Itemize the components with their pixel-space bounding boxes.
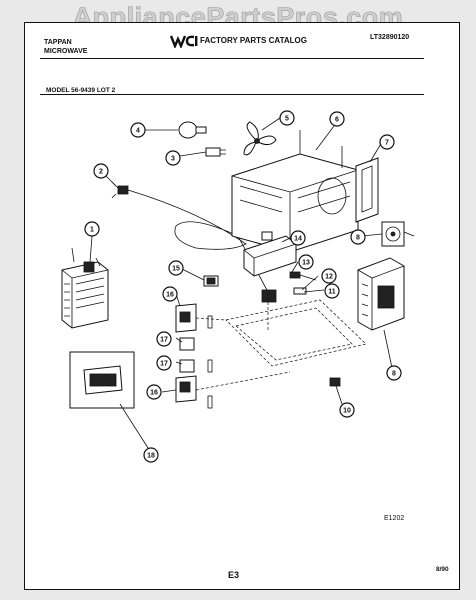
svg-text:15: 15	[172, 266, 180, 273]
callout-11: 11	[324, 283, 340, 299]
callout-8-transformer: 8	[386, 365, 402, 381]
chassis-frame-part	[231, 130, 359, 253]
svg-text:18: 18	[147, 453, 155, 460]
callout-6: 6	[329, 111, 345, 127]
small-components	[261, 271, 341, 387]
bracket-part	[355, 157, 379, 223]
interlock-switches	[175, 303, 213, 409]
drawing-code: E1202	[384, 515, 405, 522]
transformer-part	[357, 257, 405, 331]
callout-labels: 1 2 3 4 5 6 7 8 8 10 11 12 13 14 15 16 1…	[84, 110, 402, 463]
callout-15: 15	[168, 260, 184, 276]
svg-text:14: 14	[294, 236, 302, 243]
control-panel-part	[69, 351, 149, 449]
svg-text:2: 2	[99, 169, 103, 176]
capacitor-part	[243, 231, 297, 277]
svg-text:8: 8	[356, 235, 360, 242]
callout-13: 13	[298, 254, 314, 270]
leader-lines	[89, 117, 393, 405]
catalog-number: LT32890120	[370, 34, 410, 41]
page-number: E3	[228, 570, 240, 580]
svg-text:6: 6	[335, 117, 339, 124]
callout-12: 12	[321, 268, 337, 284]
callout-16-lower: 16	[146, 384, 162, 400]
brand-name: TAPPAN	[44, 39, 72, 46]
lamp-socket-part	[205, 147, 226, 157]
base-plate-outline	[195, 292, 367, 391]
catalog-title: FACTORY PARTS CATALOG	[200, 36, 307, 45]
callout-5: 5	[279, 110, 295, 126]
callout-4: 4	[130, 122, 146, 138]
callout-10: 10	[339, 402, 355, 418]
svg-text:17: 17	[160, 337, 168, 344]
svg-text:16: 16	[166, 292, 174, 299]
magnetron-part	[61, 247, 109, 329]
callout-7: 7	[379, 134, 395, 150]
power-cord-part	[111, 181, 269, 293]
callout-14: 14	[290, 230, 306, 246]
svg-text:10: 10	[343, 408, 351, 415]
header-rule	[40, 58, 424, 59]
revision-date: 8/90	[436, 566, 449, 573]
product-line: MICROWAVE	[44, 48, 88, 55]
fan-motor-part	[381, 221, 415, 247]
callout-16-upper: 16	[162, 286, 178, 302]
fan-blade-part	[243, 121, 277, 156]
svg-text:8: 8	[392, 371, 396, 378]
svg-text:16: 16	[150, 390, 158, 397]
callout-18: 18	[143, 447, 159, 463]
lamp-bulb-part	[178, 121, 207, 139]
svg-text:12: 12	[325, 274, 333, 281]
callout-3: 3	[165, 150, 181, 166]
callout-2: 2	[93, 163, 109, 179]
wci-logo	[170, 35, 198, 48]
brand-block: TAPPAN MICROWAVE	[44, 38, 87, 56]
svg-text:5: 5	[285, 116, 289, 123]
callout-17-lower: 17	[156, 355, 172, 371]
thermal-cutout-part	[203, 275, 219, 287]
callout-8-motor: 8	[350, 229, 366, 245]
svg-text:17: 17	[160, 361, 168, 368]
model-number: MODEL 56-9439 LOT 2	[46, 87, 116, 94]
model-rule	[40, 94, 424, 95]
callout-1: 1	[84, 221, 100, 237]
svg-text:3: 3	[171, 156, 175, 163]
callout-17-upper: 17	[156, 331, 172, 347]
svg-text:11: 11	[328, 289, 336, 296]
svg-text:13: 13	[302, 260, 310, 267]
svg-text:4: 4	[136, 128, 140, 135]
svg-text:7: 7	[385, 140, 389, 147]
svg-text:1: 1	[90, 227, 94, 234]
